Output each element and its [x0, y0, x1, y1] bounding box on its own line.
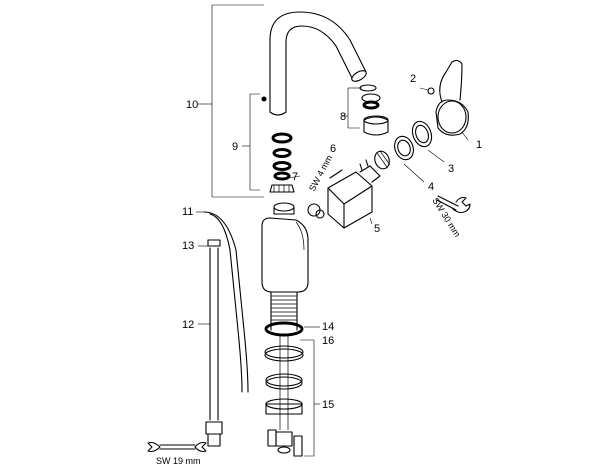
callout-16: 16 [322, 335, 334, 347]
callout-7: 7 [292, 171, 298, 183]
seal-set [261, 96, 295, 193]
cartridge [307, 159, 381, 229]
callout-1: 1 [476, 139, 482, 151]
supply-hoses [203, 211, 303, 457]
callout-12: 12 [182, 319, 194, 331]
sw30-label: SW 30 mm [430, 196, 462, 239]
sw19-label: SW 19 mm [156, 456, 201, 466]
spout [269, 11, 367, 116]
callout-3: 3 [448, 163, 454, 175]
callout-10: 10 [186, 99, 198, 111]
cover-rings [374, 120, 433, 170]
callout-labels: 1 2 3 4 5 6 7 8 9 10 11 12 13 14 15 16 [182, 73, 482, 411]
lever-handle [427, 59, 469, 136]
callout-15: 15 [322, 399, 334, 411]
wrench-size-labels: SW 4 mm SW 30 mm SW 19 mm [156, 153, 462, 466]
callout-2: 2 [410, 73, 416, 85]
wrench-icon [147, 169, 471, 453]
callout-11: 11 [182, 206, 193, 218]
aerator [359, 84, 389, 136]
callout-5: 5 [374, 223, 380, 235]
callout-9: 9 [232, 141, 238, 153]
callout-4: 4 [428, 181, 434, 193]
callout-8: 8 [340, 111, 346, 123]
threaded-stud [264, 291, 304, 454]
callout-13: 13 [182, 240, 194, 252]
callout-14: 14 [322, 321, 334, 333]
leader-lines [196, 4, 469, 457]
mixer-body [261, 202, 309, 293]
callout-6: 6 [330, 143, 336, 155]
